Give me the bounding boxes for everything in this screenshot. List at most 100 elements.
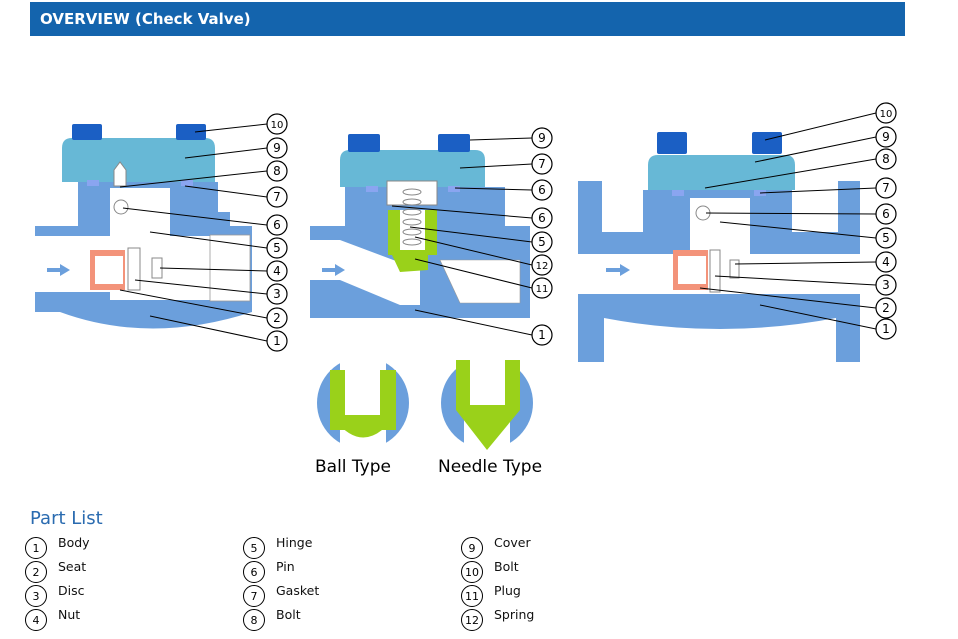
callout-label: 1 <box>538 328 546 342</box>
leader-line <box>184 147 268 159</box>
callout-label: 4 <box>882 255 890 269</box>
callout-circle <box>531 277 553 299</box>
part-name: Bolt <box>276 607 301 622</box>
callout-label: 2 <box>882 301 890 315</box>
callout-label: 11 <box>536 284 549 295</box>
leader-line <box>414 236 533 266</box>
callout-label: 5 <box>538 235 546 249</box>
diagram-swing-socket <box>35 124 252 329</box>
callout-circle <box>875 203 897 225</box>
ball-type-caption: Ball Type <box>315 457 391 477</box>
disc <box>127 247 141 291</box>
leader-line <box>119 289 268 319</box>
leader-line <box>719 221 877 239</box>
callout-label: 9 <box>538 131 546 145</box>
part-name: Plug <box>494 583 521 598</box>
callout-label: 6 <box>538 183 546 197</box>
needle-type-caption: Needle Type <box>438 457 542 477</box>
diagram-lift-socket <box>310 134 530 318</box>
callout-label: 7 <box>538 157 546 171</box>
part-name: Nut <box>58 607 81 622</box>
leader-line <box>754 136 877 163</box>
part-number-badge: 12 <box>461 609 483 631</box>
leader-line <box>454 187 533 191</box>
callout-label: 10 <box>880 109 893 120</box>
callout-label: 6 <box>538 211 546 225</box>
callout-circle <box>875 251 897 273</box>
leader-line <box>184 185 268 198</box>
callout-circle <box>875 102 897 124</box>
part-number-badge: 10 <box>461 561 483 583</box>
bolt-icon <box>176 124 206 140</box>
callout-circle <box>531 207 553 229</box>
callout-circle <box>875 297 897 319</box>
leader-line <box>714 275 877 286</box>
callout-label: 3 <box>273 287 281 301</box>
leader-line <box>764 112 877 141</box>
bolt-icon <box>348 134 380 152</box>
callout-circle <box>531 127 553 149</box>
detail-needle-type <box>441 357 533 452</box>
part-number-badge: 4 <box>25 609 47 631</box>
leader-line <box>194 123 268 133</box>
callout-circle <box>266 260 288 282</box>
gasket <box>181 180 193 186</box>
leader-line <box>704 158 877 189</box>
bolt-icon <box>72 124 102 140</box>
flow-arrow-icon <box>322 264 345 276</box>
leader-line <box>159 267 268 272</box>
leader-line <box>734 261 877 265</box>
callout-label: 4 <box>273 264 281 278</box>
part-number-badge: 11 <box>461 585 483 607</box>
callout-circle <box>266 330 288 352</box>
part-number-badge: 6 <box>243 561 265 583</box>
callout-circle <box>531 179 553 201</box>
flow-arrow-icon <box>47 264 70 276</box>
leader-line <box>119 170 268 188</box>
callout-circle <box>531 254 553 276</box>
part-list-title: Part List <box>30 508 103 529</box>
part-number-badge: 3 <box>25 585 47 607</box>
callout-circle <box>875 148 897 170</box>
callout-circle <box>266 237 288 259</box>
part-number-badge: 9 <box>461 537 483 559</box>
leader-line <box>414 309 533 336</box>
callout-circle <box>875 318 897 340</box>
part-number-badge: 7 <box>243 585 265 607</box>
leader-line <box>705 212 877 215</box>
callout-label: 8 <box>882 152 890 166</box>
leader-line <box>134 279 268 295</box>
callout-label: 6 <box>273 218 281 232</box>
callout-label: 6 <box>882 207 890 221</box>
part-name: Spring <box>494 607 535 622</box>
diagram-swing-flanged <box>578 132 860 362</box>
callout-circle <box>531 231 553 253</box>
callout-label: 8 <box>273 164 281 178</box>
leader-line <box>459 163 533 169</box>
callout-label: 2 <box>273 311 281 325</box>
bolt-icon <box>438 134 470 152</box>
part-name: Bolt <box>494 559 519 574</box>
part-number-badge: 8 <box>243 609 265 631</box>
leader-line <box>149 231 268 249</box>
header-title: OVERVIEW (Check Valve) <box>40 10 251 28</box>
valve-diagrams: Ball Type Needle Type 109876543219766512… <box>35 102 897 477</box>
leader-line <box>414 258 533 289</box>
callout-circle <box>266 283 288 305</box>
callout-label: 7 <box>882 181 890 195</box>
part-name: Hinge <box>276 535 313 550</box>
part-number-badge: 1 <box>25 537 47 559</box>
callout-circle <box>875 274 897 296</box>
callout-label: 5 <box>882 231 890 245</box>
part-name: Seat <box>58 559 87 574</box>
part-number-badge: 2 <box>25 561 47 583</box>
leader-line <box>759 187 877 194</box>
callout-circle <box>875 126 897 148</box>
callout-circle <box>266 186 288 208</box>
bolt-icon <box>752 132 782 154</box>
part-number-badge: 5 <box>243 537 265 559</box>
callout-label: 3 <box>882 278 890 292</box>
callout-label: 1 <box>882 322 890 336</box>
callout-circle <box>266 307 288 329</box>
